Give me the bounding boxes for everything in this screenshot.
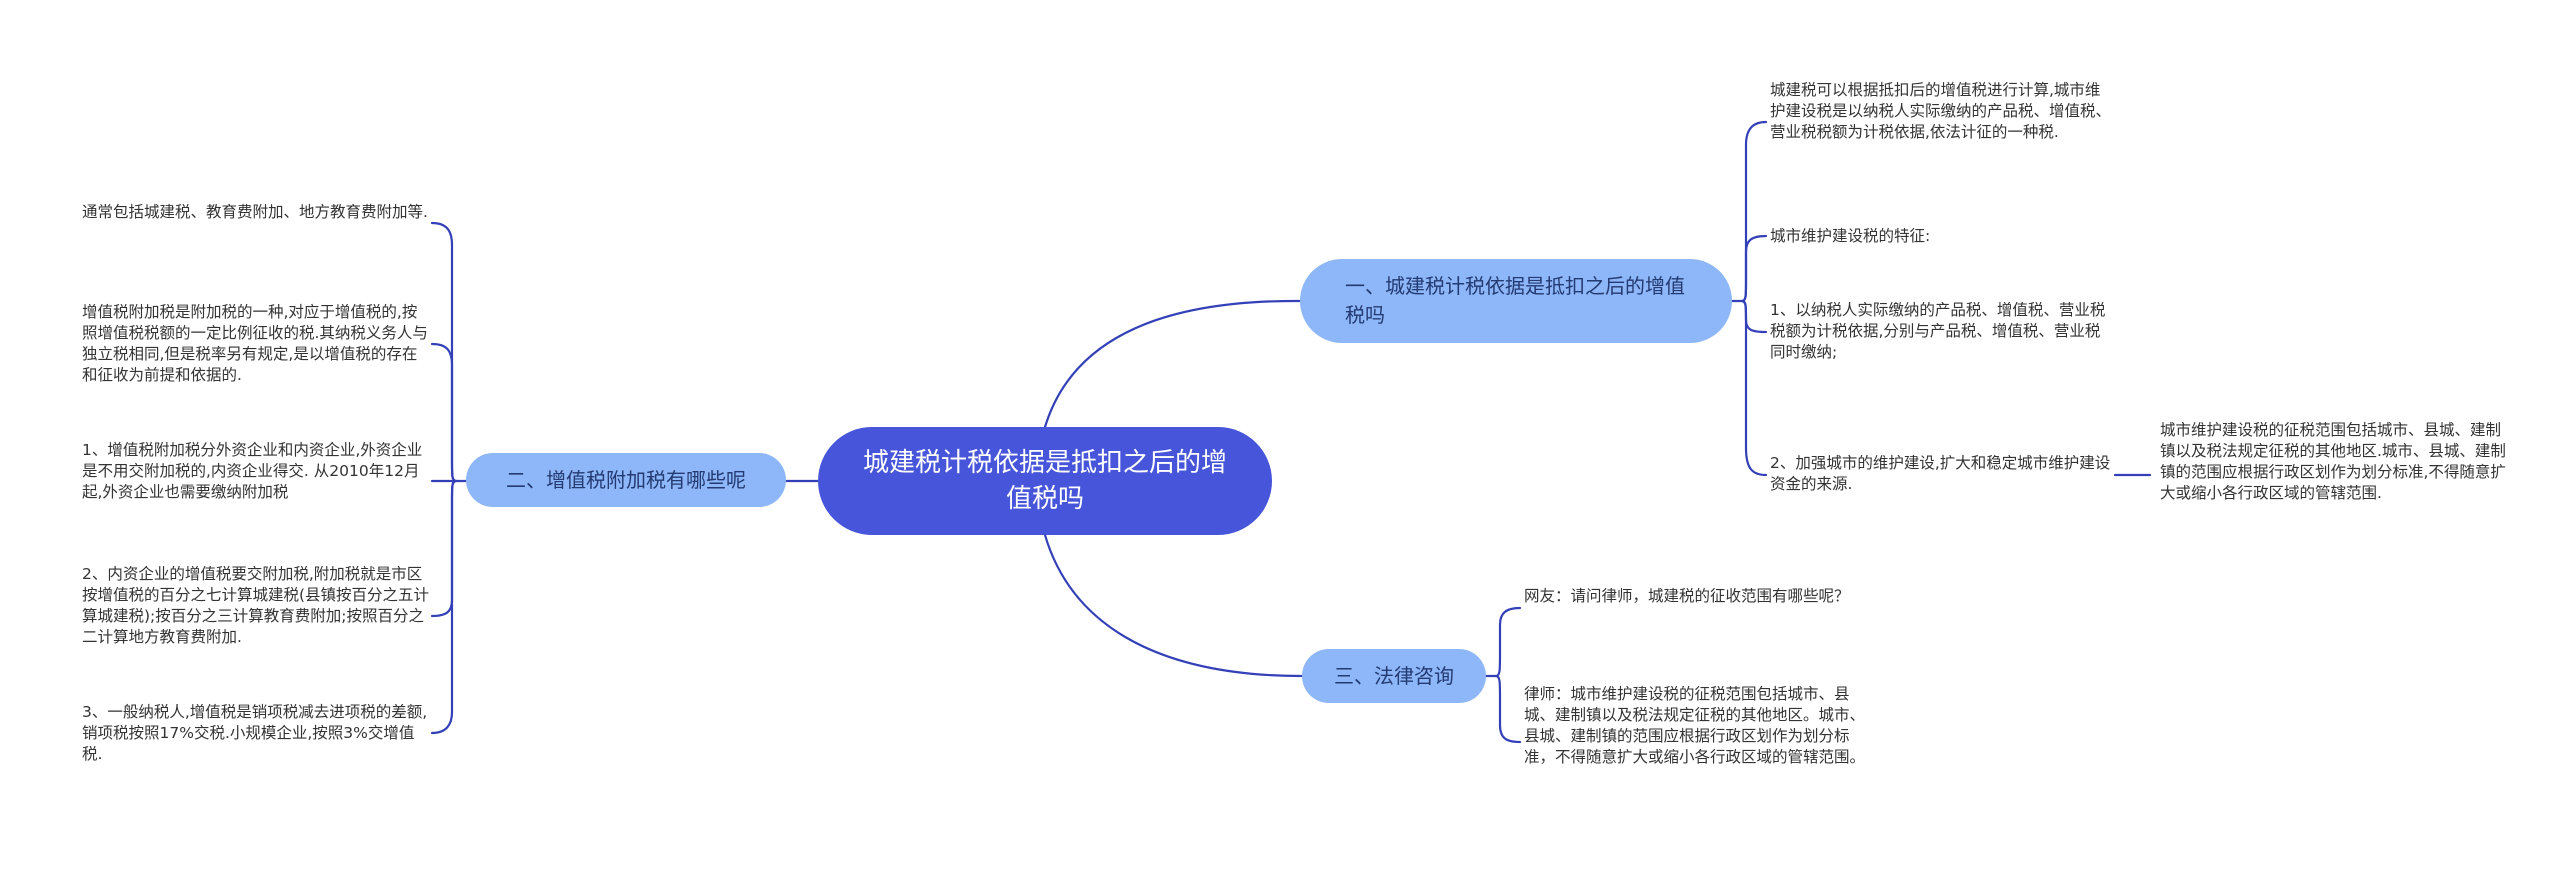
root-topic[interactable]: 城建税计税依据是抵扣之后的增值税吗: [818, 427, 1272, 535]
branch-topic-3-label: 三、法律咨询: [1334, 663, 1454, 688]
leaf-topic[interactable]: 城建税可以根据抵扣后的增值税进行计算,城市维护建设税是以纳税人实际缴纳的产品税、…: [1770, 81, 2112, 141]
connector-branch2-leaf2: [430, 342, 458, 483]
branch-topic-1-label: 一、城建税计税依据是抵扣之后的增值税吗: [1345, 274, 1685, 327]
subleaf-topic[interactable]: 城市维护建设税的征税范围包括城市、县城、建制镇以及税法规定征税的其他地区.城市、…: [2160, 421, 2506, 502]
root-topic-text: 城建税计税依据是抵扣之后的增值税吗: [862, 448, 1227, 514]
connector-branch1-leaf4: [1740, 299, 1768, 477]
leaf-topic[interactable]: 通常包括城建税、教育费附加、地方教育费附加等.: [82, 203, 428, 221]
connector-branch2-leaf5: [430, 479, 458, 735]
leaf-topic[interactable]: 1、以纳税人实际缴纳的产品税、增值税、营业税税额为计税依据,分别与产品税、增值税…: [1770, 301, 2106, 361]
connector-branch3-leaf2: [1494, 674, 1522, 744]
leaf-topic[interactable]: 3、一般纳税人,增值税是销项税减去进项税的差额,销项税按照17%交税.小规模企业…: [82, 703, 428, 763]
leaf-topic[interactable]: 2、加强城市的维护建设,扩大和稳定城市维护建设资金的来源.: [1770, 454, 2111, 493]
branch-topic-3[interactable]: 三、法律咨询: [1302, 649, 1486, 703]
leaf-topic[interactable]: 1、增值税附加税分外资企业和内资企业,外资企业是不用交附加税的,内资企业得交. …: [82, 441, 423, 501]
leaf-topic[interactable]: 增值税附加税是附加税的一种,对应于增值税的,按照增值税税额的一定比例征收的税.其…: [82, 303, 428, 384]
leaf-topic[interactable]: 2、内资企业的增值税要交附加税,附加税就是市区按增值税的百分之七计算城建税(县镇…: [82, 565, 430, 646]
leaf-topic[interactable]: 律师：城市维护建设税的征税范围包括城市、县城、建制镇以及税法规定征税的其他地区。…: [1524, 685, 1866, 766]
connector-branch1-leaf2: [1740, 234, 1768, 303]
leaf-topic[interactable]: 网友：请问律师，城建税的征收范围有哪些呢？: [1524, 587, 1850, 605]
connector-branch3-leaf1: [1494, 606, 1522, 678]
branch-topic-1[interactable]: 一、城建税计税依据是抵扣之后的增值税吗: [1300, 259, 1732, 343]
branch-topic-2-label: 二、增值税附加税有哪些呢: [506, 467, 746, 492]
connector-root-branch3: [1043, 533, 1304, 678]
connector-root-branch1: [1043, 299, 1302, 429]
branch-topic-2[interactable]: 二、增值税附加税有哪些呢: [466, 453, 786, 507]
leaf-topic[interactable]: 城市维护建设税的特征:: [1770, 227, 1931, 245]
